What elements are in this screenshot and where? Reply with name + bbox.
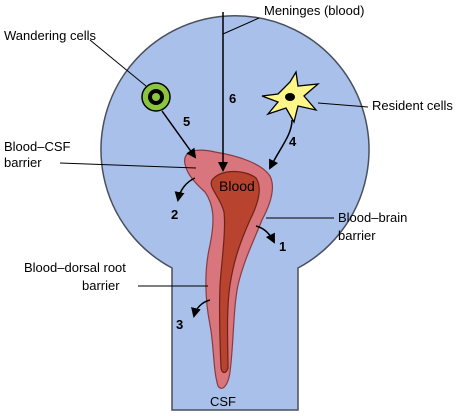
blood-brain-label-line2: barrier <box>338 228 376 243</box>
arrow-5 <box>161 110 197 159</box>
blood-csf-leader <box>59 162 197 169</box>
resident-cells-leader <box>317 102 369 108</box>
meninges-label: Meninges (blood) <box>264 3 364 18</box>
blood-label: Blood <box>219 178 255 194</box>
wandering-cells-label: Wandering cells <box>4 28 97 43</box>
csf-label: CSF <box>210 394 236 409</box>
arrow-3 <box>191 299 211 318</box>
number-6: 6 <box>229 91 236 106</box>
arrow-2 <box>174 177 196 202</box>
number-3: 3 <box>176 317 183 332</box>
wandering-cells-leader <box>89 39 147 87</box>
number-1: 1 <box>279 239 286 254</box>
number-4: 4 <box>289 134 297 149</box>
blood-vessel <box>210 170 260 374</box>
arrow-4 <box>269 119 293 170</box>
blood-drg-label-line2: barrier <box>82 278 120 293</box>
meninges-leader <box>222 17 260 35</box>
resident-cells-label: Resident cells <box>372 98 453 113</box>
number-5: 5 <box>183 114 190 129</box>
resident-cell <box>261 70 320 124</box>
blood-csf-label-line1: Blood–CSF <box>4 139 71 154</box>
wandering-cell <box>141 82 171 112</box>
blood-brain-label-line1: Blood–brain <box>338 210 407 225</box>
blood-drg-label-line1: Blood–dorsal root <box>24 260 126 275</box>
blood-csf-label-line2: barrier <box>4 155 42 170</box>
number-2: 2 <box>171 207 178 222</box>
arrow-1 <box>255 225 275 244</box>
